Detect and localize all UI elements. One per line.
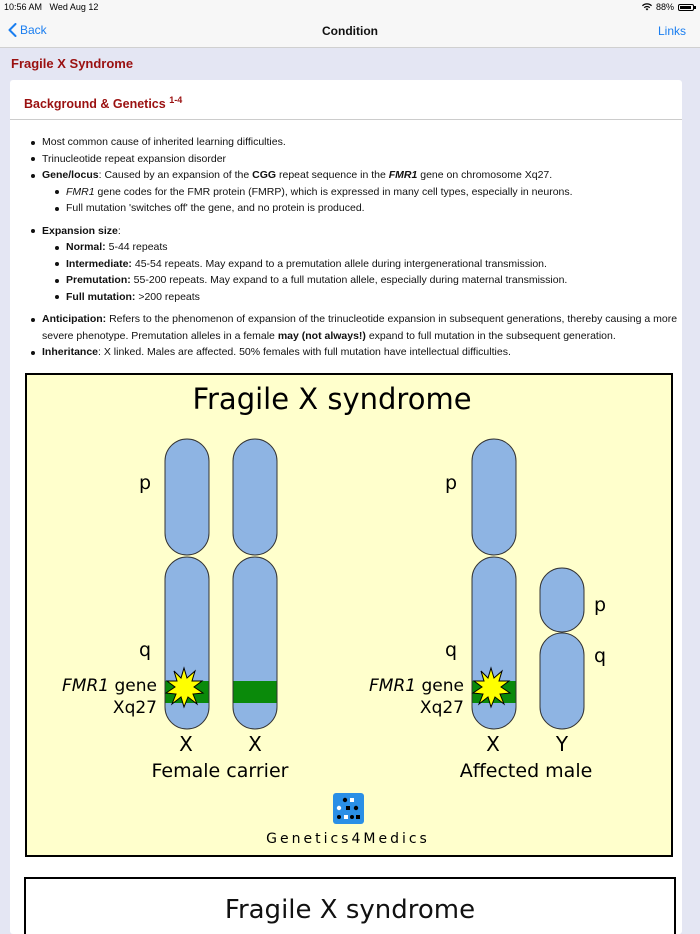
- sub-list-item: Premutation: 55-200 repeats. May expand …: [52, 272, 680, 289]
- x-label: X: [248, 732, 262, 756]
- wifi-icon: [641, 3, 652, 11]
- locus-label: Xq27: [113, 698, 157, 718]
- list-item: Expansion size: Normal: 5-44 repeats Int…: [28, 223, 680, 306]
- sub-list-item: Normal: 5-44 repeats: [52, 239, 680, 256]
- list-item: Most common cause of inherited learning …: [28, 134, 680, 151]
- x-label: X: [179, 732, 193, 756]
- genetics4medics-logo-icon: [333, 793, 364, 824]
- condition-title: Fragile X Syndrome: [11, 56, 134, 71]
- section-header[interactable]: Background & Genetics 1-4: [10, 80, 682, 120]
- navigation-bar: Back Condition Links: [0, 14, 700, 48]
- list-item: Anticipation: Refers to the phenomenon o…: [28, 311, 680, 344]
- fragile-x-figure-2[interactable]: Fragile X syndrome: [24, 877, 676, 934]
- sub-list-item: Full mutation 'switches off' the gene, a…: [52, 200, 680, 217]
- list-item: Trinucleotide repeat expansion disorder: [28, 151, 680, 168]
- section-title: Background & Genetics 1-4: [24, 95, 183, 112]
- p-arm-label: p: [594, 594, 606, 616]
- chevron-left-icon: [8, 23, 17, 37]
- female-x-chromosome-normal: [232, 438, 278, 730]
- brand-name: Genetics4Medics: [266, 831, 430, 847]
- affected-male-caption: Affected male: [460, 760, 593, 782]
- reference-superscript[interactable]: 1-4: [169, 95, 183, 105]
- female-carrier-caption: Female carrier: [152, 760, 289, 782]
- p-arm-label: p: [445, 472, 457, 494]
- figure-title: Fragile X syndrome: [192, 382, 471, 416]
- fmr1-gene-label: FMR1 gene: [369, 676, 464, 696]
- fragile-x-diagram: Fragile X syndrome p q FMR1 gene Xq27 X …: [62, 382, 606, 847]
- status-bar: 10:56 AM Wed Aug 12 88%: [0, 0, 700, 14]
- mutation-starburst-icon: [471, 666, 512, 709]
- sub-list-item: Intermediate: 45-54 repeats. May expand …: [52, 256, 680, 273]
- y-label: Y: [555, 732, 569, 756]
- sub-list-item: FMR1 gene codes for the FMR protein (FMR…: [52, 184, 680, 201]
- section-content: Most common cause of inherited learning …: [28, 134, 680, 361]
- list-item: Inheritance: X linked. Males are affecte…: [28, 344, 680, 361]
- battery-percent: 88%: [655, 2, 674, 12]
- status-right: 88%: [641, 2, 696, 12]
- q-arm-label: q: [594, 645, 606, 667]
- x-label: X: [486, 732, 500, 756]
- list-item: Gene/locus: Caused by an expansion of th…: [28, 167, 680, 217]
- status-time: 10:56 AM Wed Aug 12: [4, 2, 99, 12]
- battery-icon: [678, 3, 696, 11]
- male-y-chromosome: [539, 567, 585, 730]
- locus-label: Xq27: [420, 698, 464, 718]
- q-arm-label: q: [139, 639, 151, 661]
- figure-2-title: Fragile X syndrome: [224, 895, 476, 925]
- fragile-x-figure[interactable]: Fragile X syndrome p q FMR1 gene Xq27 X …: [25, 373, 673, 857]
- links-button[interactable]: Links: [657, 24, 686, 38]
- back-label: Back: [20, 23, 47, 37]
- sub-list-item: Full mutation: >200 repeats: [52, 289, 680, 306]
- back-button[interactable]: Back: [8, 23, 47, 37]
- p-arm-label: p: [139, 472, 151, 494]
- nav-title: Condition: [322, 24, 378, 38]
- fmr1-gene-label: FMR1 gene: [62, 676, 157, 696]
- q-arm-label: q: [445, 639, 457, 661]
- male-x-chromosome-mutated: [471, 438, 517, 730]
- mutation-starburst-icon: [164, 666, 205, 709]
